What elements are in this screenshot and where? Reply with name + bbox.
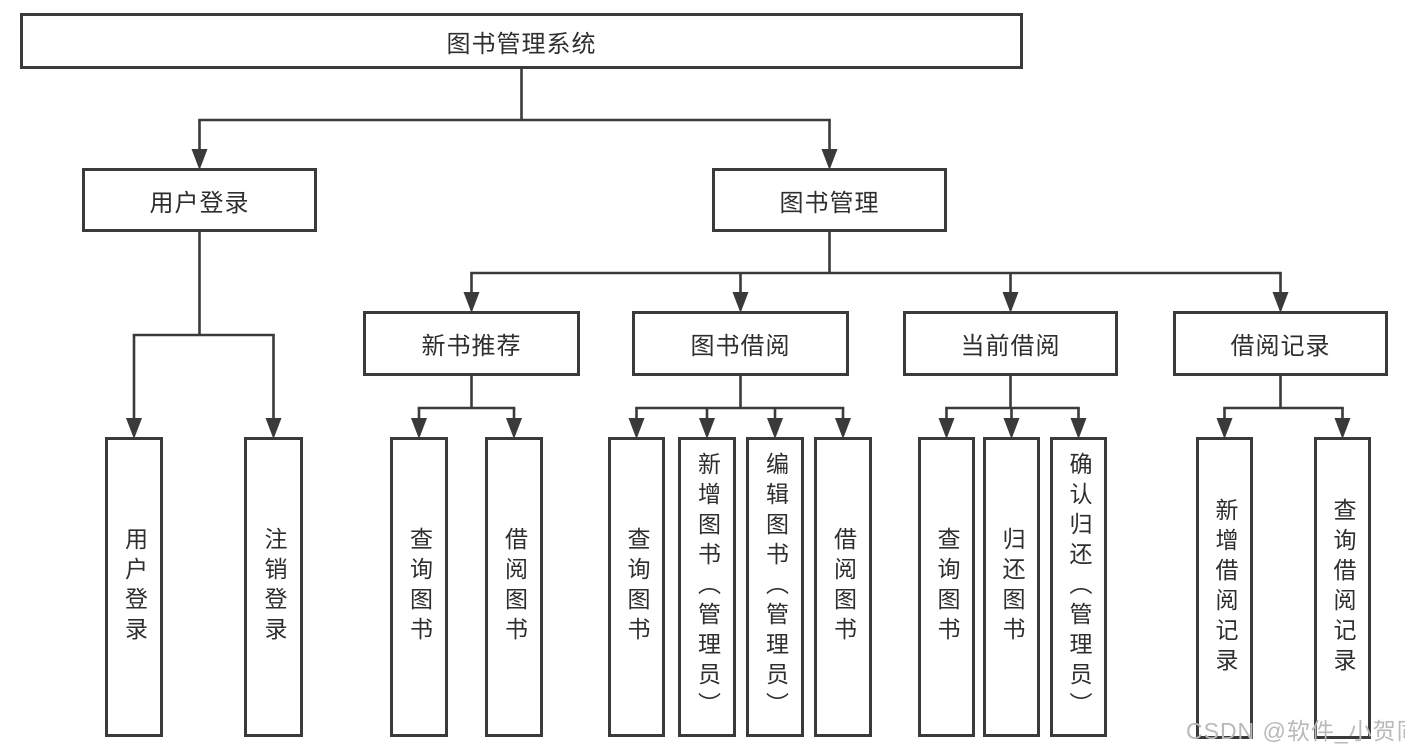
node-leaf-logout: 注销登录 (244, 437, 303, 737)
arrowhead-icon (411, 418, 427, 439)
arrowhead-icon (938, 418, 955, 439)
node-user-login-branch: 用户登录 (82, 168, 317, 232)
node-borrow-records: 借阅记录 (1173, 311, 1388, 376)
arrowhead-icon (506, 418, 522, 439)
node-leaf-cb-confirm-return: 确认归还（管理员） (1050, 437, 1107, 737)
arrowhead-icon (1002, 292, 1019, 313)
node-leaf-cb-return-books: 归还图书 (983, 437, 1040, 737)
arrowhead-icon (1216, 418, 1233, 439)
arrowhead-icon (821, 149, 838, 170)
node-root: 图书管理系统 (20, 13, 1023, 69)
node-leaf-nb-borrow-books: 借阅图书 (485, 437, 543, 737)
arrowhead-icon (1334, 418, 1351, 439)
node-leaf-nb-query-books: 查询图书 (390, 437, 448, 737)
arrowhead-icon (1070, 418, 1087, 439)
node-leaf-user-login: 用户登录 (105, 437, 163, 737)
node-leaf-bb-query-books: 查询图书 (608, 437, 665, 737)
node-book-borrow: 图书借阅 (632, 311, 849, 376)
node-current-borrow: 当前借阅 (903, 311, 1118, 376)
node-new-book-rec: 新书推荐 (363, 311, 580, 376)
arrowhead-icon (1272, 292, 1289, 313)
arrowhead-icon (1003, 418, 1020, 439)
node-leaf-rec-query: 查询借阅记录 (1314, 437, 1371, 739)
arrowhead-icon (699, 418, 715, 439)
node-leaf-bb-edit-books: 编辑图书（管理员） (746, 437, 804, 737)
arrowhead-icon (835, 418, 851, 439)
arrowhead-icon (191, 149, 208, 170)
arrowhead-icon (126, 418, 142, 439)
arrowhead-icon (767, 418, 783, 439)
arrowhead-icon (732, 292, 749, 313)
node-book-mgmt-branch: 图书管理 (712, 168, 947, 232)
node-leaf-bb-borrow-books: 借阅图书 (814, 437, 872, 737)
node-leaf-bb-add-books: 新增图书（管理员） (678, 437, 736, 737)
csdn-watermark: CSDN @软件_小贺同学 (1186, 718, 1405, 744)
arrowhead-icon (463, 292, 480, 313)
node-leaf-rec-add: 新增借阅记录 (1196, 437, 1253, 739)
arrowhead-icon (265, 418, 282, 439)
node-leaf-cb-query-books: 查询图书 (918, 437, 975, 737)
arrowhead-icon (628, 418, 645, 439)
